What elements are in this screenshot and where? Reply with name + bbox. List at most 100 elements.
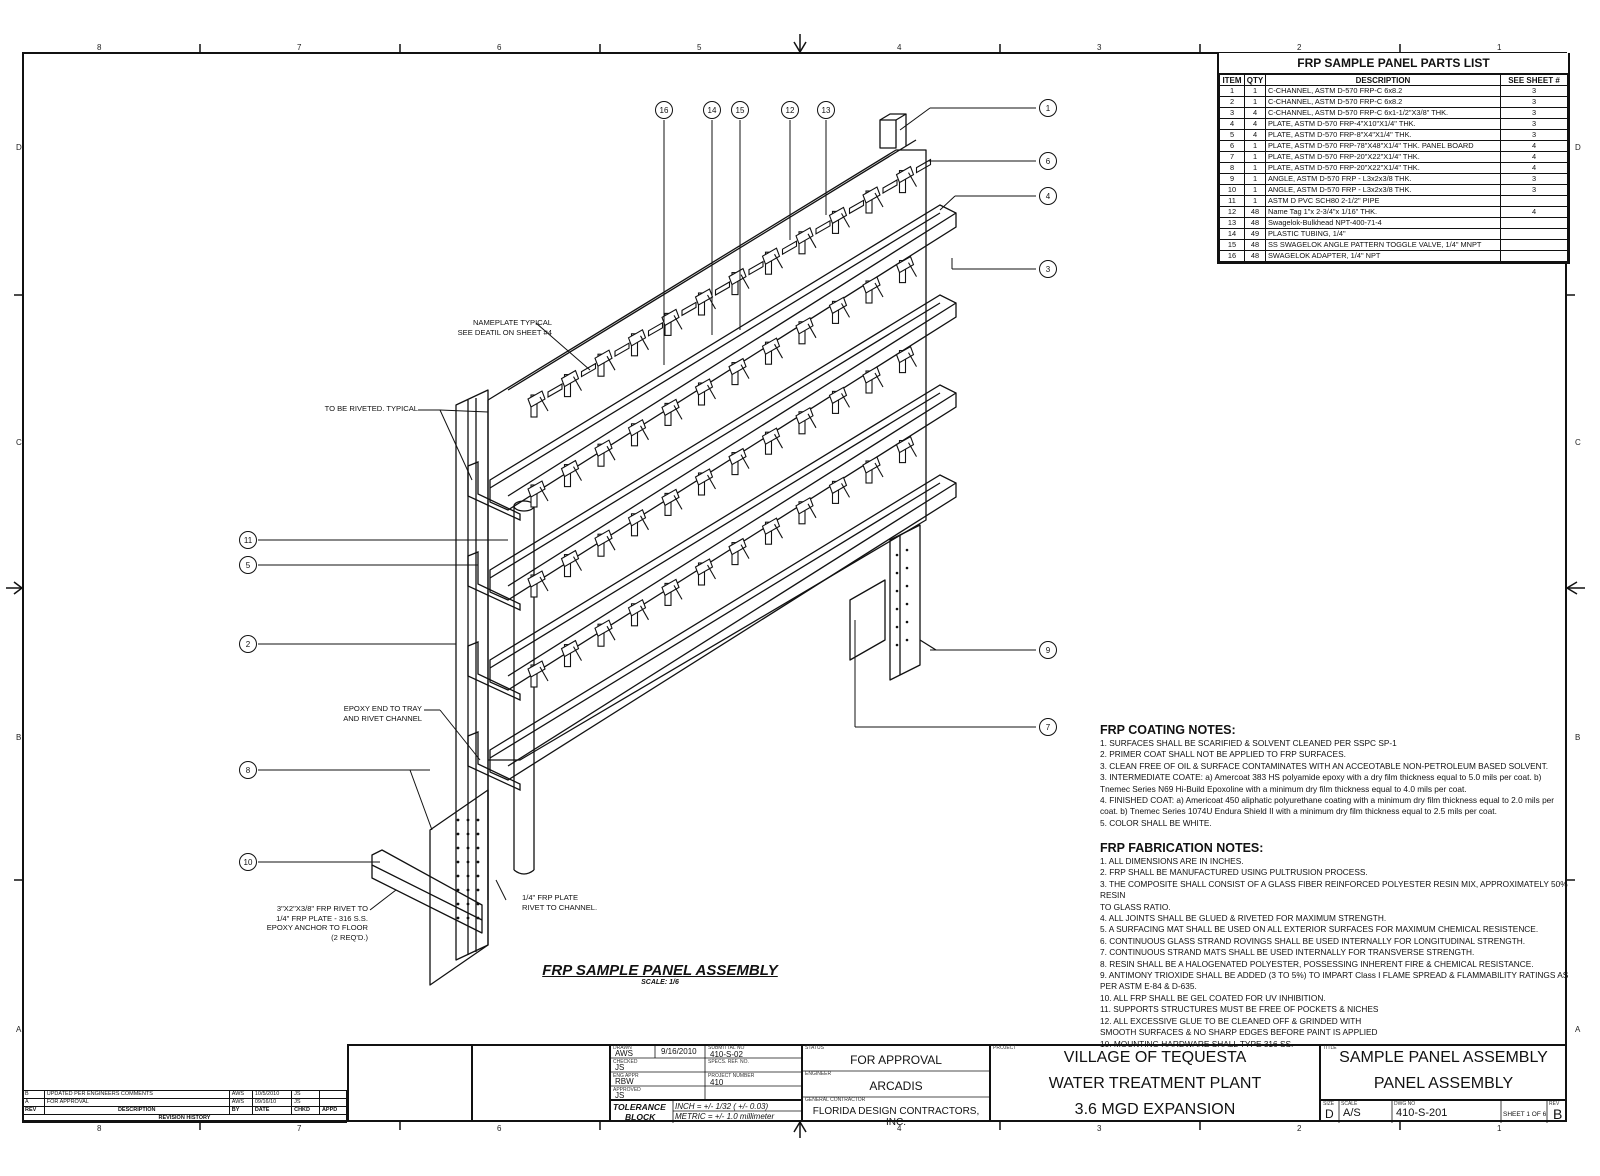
project-line-3: 3.6 MGD EXPANSION [1074,1101,1236,1118]
sheet-title-block: TITLE SAMPLE PANEL ASSEMBLY PANEL ASSEMB… [1320,1044,1567,1100]
note-line: 1. ALL DIMENSIONS ARE IN INCHES. [1100,856,1244,866]
lbl-gc: GENERAL CONTRACTOR [805,1097,866,1103]
callout-number: 9 [1046,646,1051,655]
note-line: 3. CLEAN FREE OF OIL & SURFACE CONTAMINA… [1100,760,1549,771]
frp-plate-note-line2: RIVET TO CHANNEL. [522,902,598,912]
rev-col-by: BY [228,1106,253,1115]
tray-edge [507,302,957,587]
revision-cell: UPDATED PER ENGINEERS COMMENTS [43,1090,230,1099]
rivet-dot [905,566,909,570]
callout-number: 1 [1046,104,1051,113]
valve-handle [841,483,850,498]
callout-number: 5 [246,561,251,570]
note-line: 8. RESIN SHALL BE A HALOGENATED POLYESTE… [1100,958,1534,969]
valve-handle [807,413,817,429]
zone-col-1-bottom: 1 [1497,1124,1502,1133]
valve-handle [908,172,917,187]
valve-handle [539,666,549,682]
toggle-valve-icon [661,488,680,507]
rivet-dot [456,902,460,906]
zone-row-b-right: B [1575,733,1581,742]
project-line-1: VILLAGE OF TEQUESTA [1063,1049,1247,1066]
valve-handle [740,454,750,469]
note-line: Tnemec Series N69 Hi-Build Epoxoline wit… [1100,783,1467,794]
rev-col-desc: DESCRIPTION [43,1106,230,1115]
tolerance-metric: METRIC = +/- 1.0 millimeter [675,1112,775,1121]
nameplate [647,321,664,337]
note-line: 4. FINISHED COAT: a) Americoat 450 aliph… [1100,795,1555,806]
tolerance-block: TOLERANCE BLOCK INCH = +/- 1/32 ( +/- 0.… [610,1100,803,1123]
callout-balloon [1039,260,1057,278]
note-line: 2. PRIMER COAT SHALL NOT BE APPLIED TO F… [1100,749,1346,760]
toggle-valve-icon [694,558,714,576]
toggle-valve-icon [694,378,714,396]
lbl-status: STATUS [805,1045,824,1051]
zone-col-3: 3 [1097,43,1102,52]
zone-col-3-bottom: 3 [1097,1124,1102,1133]
scale-value: A/S [1343,1107,1361,1119]
callout-number: 10 [244,858,253,867]
sheet-title-line-2: PANEL ASSEMBLY [1373,1075,1514,1092]
nameplate [681,301,697,317]
valve-handle [539,396,549,412]
rivet-dot [466,874,470,878]
callout-number: 3 [1046,265,1051,274]
revision-cell: AWS [228,1090,253,1099]
callout-balloon [703,101,721,119]
parts-list-title: FRP SAMPLE PANEL PARTS LIST [1219,53,1568,74]
callout-number: 13 [822,106,831,115]
valve-handle [573,556,582,571]
toggle-valve-icon [862,186,881,204]
sheet-title-line-1: SAMPLE PANEL ASSEMBLY [1339,1049,1548,1066]
callout-balloon [1039,641,1057,659]
callout-balloon [781,101,799,119]
revision-cell: FOR APPROVAL [43,1098,230,1107]
callout-balloon [817,101,835,119]
tray [489,204,957,511]
rivet-dot [466,832,470,836]
tray-lip [489,302,941,579]
parts-cell-sheet [1500,250,1568,262]
note-line: PER ASTM E-84 & D-635. [1100,981,1197,992]
callout-balloon [239,853,257,871]
rivet-dot [466,888,470,892]
valve-handle [673,495,683,510]
note-line: TO GLASS RATIO. [1100,901,1171,912]
parts-cell-item: 16 [1219,250,1245,262]
tray-lip [489,482,941,759]
lbl-spec: SPECS. REF. NO. [708,1059,749,1065]
rivet-dot [456,874,460,878]
callout-balloon [731,101,749,119]
rivet-dot [456,916,460,920]
callout-number: 6 [1046,157,1051,166]
tray-lip [489,392,941,669]
toggle-valve-icon [627,419,647,437]
callout-number: 2 [246,640,251,649]
toggle-valve-icon [795,317,814,335]
callout-balloon [239,761,257,779]
note-line: 6. CONTINUOUS GLASS STRAND ROVINGS SHALL… [1100,935,1526,946]
toggle-valve-icon [862,456,881,474]
lbl-approved: APPROVED [613,1087,641,1093]
toggle-valve-icon [828,206,848,225]
rivet-dot [476,846,480,850]
valve-handle [841,393,850,408]
nameplate [848,199,865,215]
drawing-title-block: FRP SAMPLE PANEL ASSEMBLY SCALE: 1/6 [530,962,790,986]
lbl-scale: SCALE [1341,1101,1358,1107]
revision-cell [318,1098,348,1107]
zone-row-d-right: D [1575,143,1581,152]
frp-plate-note-line1: 1/4" FRP PLATE [522,893,579,902]
dwg-number: 410-S-201 [1396,1107,1448,1119]
toggle-valve-icon [661,578,680,597]
valve-handle [874,282,884,298]
rivet-dot [476,832,480,836]
valve-handle [908,352,917,367]
valve-handle [573,376,582,391]
callout-number: 11 [244,536,253,545]
valve-handle [841,303,850,318]
valve-handle [774,253,783,269]
toggle-valve-icon [594,349,613,367]
block-label: BLOCK [625,1112,656,1122]
